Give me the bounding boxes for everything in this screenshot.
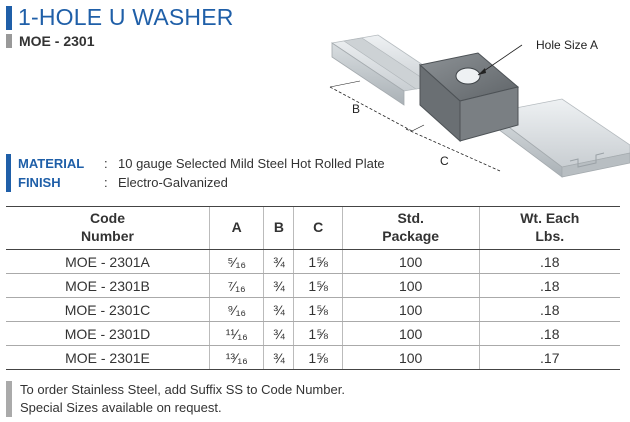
- cell-weight: .18: [478, 249, 620, 274]
- spec-block: MATERIAL : 10 gauge Selected Mild Steel …: [6, 154, 385, 192]
- cell-code: MOE - 2301D: [6, 321, 210, 346]
- cell-package: 100: [341, 321, 480, 346]
- header-b: B: [263, 206, 294, 250]
- table-row: MOE - 2301B ⁷⁄₁₆ ¾ 1⅝ 100 .18: [6, 273, 620, 298]
- header-a: A: [208, 206, 264, 250]
- table-row: MOE - 2301C ⁹⁄₁₆ ¾ 1⅝ 100 .18: [6, 297, 620, 322]
- spec-accent-bar: [6, 154, 11, 173]
- table-row: MOE - 2301A ⁵⁄₁₆ ¾ 1⅝ 100 .18: [6, 249, 620, 274]
- spec-colon: :: [104, 156, 108, 171]
- spec-value: 10 gauge Selected Mild Steel Hot Rolled …: [118, 156, 385, 171]
- table-row: MOE - 2301E ¹³⁄₁₆ ¾ 1⅝ 100 .17: [6, 345, 620, 370]
- dimension-b-label: B: [352, 102, 360, 116]
- spec-label: FINISH: [18, 175, 61, 190]
- cell-package: 100: [341, 345, 480, 370]
- header-line1: Wt. Each: [520, 210, 580, 226]
- title-accent-bar: [6, 5, 12, 30]
- cell-a: ⁵⁄₁₆: [208, 249, 264, 274]
- cell-weight: .18: [478, 273, 620, 298]
- spec-accent-bar: [6, 173, 11, 192]
- header-package: Std. Package: [341, 206, 480, 250]
- dimension-c-label: C: [440, 154, 449, 168]
- cell-b: ¾: [263, 297, 294, 322]
- notes-accent-bar: [6, 381, 12, 417]
- cell-package: 100: [341, 297, 480, 322]
- product-code-title: MOE - 2301: [19, 33, 95, 49]
- header-line2: Package: [382, 228, 440, 244]
- cell-weight: .18: [478, 321, 620, 346]
- cell-a: ¹¹⁄₁₆: [208, 321, 264, 346]
- cell-b: ¾: [263, 345, 294, 370]
- title-row: 1-HOLE U WASHER: [6, 4, 234, 31]
- channel-front: [489, 98, 630, 178]
- cell-weight: .17: [478, 345, 620, 370]
- cell-a: ¹³⁄₁₆: [208, 345, 264, 370]
- header-line2: Number: [81, 228, 134, 244]
- note-special-sizes: Special Sizes available on request.: [20, 400, 222, 415]
- cell-c: 1⅝: [293, 297, 343, 322]
- cell-code: MOE - 2301A: [6, 249, 210, 274]
- cell-c: 1⅝: [293, 249, 343, 274]
- spec-colon: :: [104, 175, 108, 190]
- cell-code: MOE - 2301C: [6, 297, 210, 322]
- cell-code: MOE - 2301B: [6, 273, 210, 298]
- washer-channel-illustration: Hole Size A B C: [329, 34, 630, 178]
- header-line2: Lbs.: [535, 228, 565, 244]
- cell-package: 100: [341, 249, 480, 274]
- notes-block: To order Stainless Steel, add Suffix SS …: [6, 381, 345, 417]
- spec-value: Electro-Galvanized: [118, 175, 228, 190]
- cell-a: ⁷⁄₁₆: [208, 273, 264, 298]
- header-line1: Std.: [397, 210, 424, 226]
- cell-c: 1⅝: [293, 345, 343, 370]
- cell-b: ¾: [263, 321, 294, 346]
- header-line1: B: [273, 219, 285, 235]
- spec-row-finish: FINISH : Electro-Galvanized: [6, 173, 385, 192]
- spec-row-material: MATERIAL : 10 gauge Selected Mild Steel …: [6, 154, 385, 173]
- page-title: 1-HOLE U WASHER: [18, 4, 234, 30]
- header-line1: A: [231, 219, 242, 235]
- header-line1: C: [313, 219, 324, 235]
- header-line1: Code: [90, 210, 125, 226]
- cell-code: MOE - 2301E: [6, 345, 210, 370]
- cell-c: 1⅝: [293, 321, 343, 346]
- spec-label: MATERIAL: [18, 156, 85, 171]
- cell-b: ¾: [263, 273, 294, 298]
- note-stainless: To order Stainless Steel, add Suffix SS …: [20, 382, 345, 397]
- cell-a: ⁹⁄₁₆: [208, 297, 264, 322]
- hole-icon: [455, 67, 481, 85]
- cell-weight: .18: [478, 297, 620, 322]
- cell-b: ¾: [263, 249, 294, 274]
- cell-c: 1⅝: [293, 273, 343, 298]
- hole-size-label: Hole Size A: [536, 38, 598, 52]
- subtitle-accent-bar: [6, 34, 12, 48]
- subtitle-row: MOE - 2301: [6, 33, 94, 49]
- cell-package: 100: [341, 273, 480, 298]
- header-c: C: [293, 206, 343, 250]
- u-washer: [418, 52, 520, 143]
- notes-text: To order Stainless Steel, add Suffix SS …: [20, 381, 345, 417]
- table-row: MOE - 2301D ¹¹⁄₁₆ ¾ 1⅝ 100 .18: [6, 321, 620, 346]
